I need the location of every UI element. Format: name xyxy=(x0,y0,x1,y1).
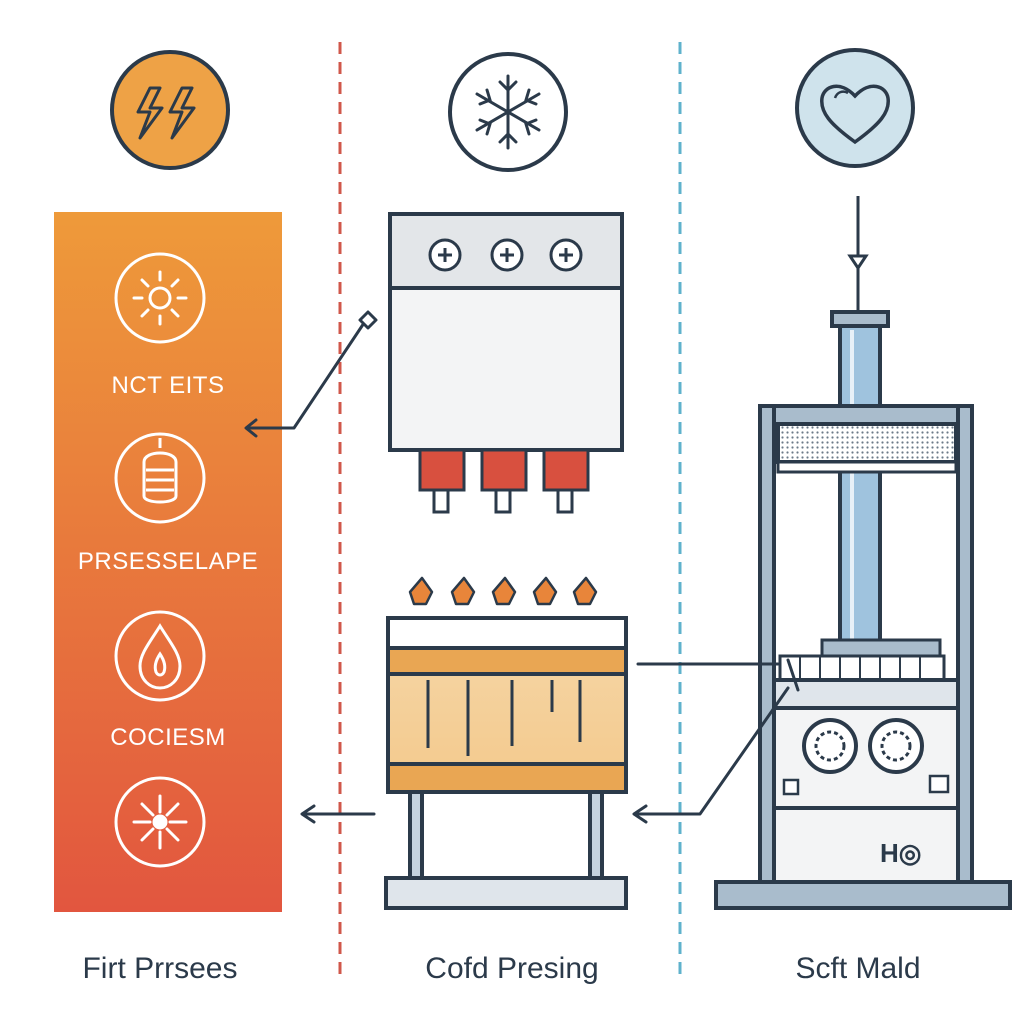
gauge-icon xyxy=(802,718,924,774)
flame-row xyxy=(408,576,598,606)
oil-drop-icon xyxy=(114,432,206,524)
snowflake-icon xyxy=(448,52,568,172)
heater-unit xyxy=(388,212,624,514)
knob-icon xyxy=(428,238,583,272)
press-label: H◎ xyxy=(880,838,922,868)
side-item-label-2: PRSESSELAPE xyxy=(77,548,259,575)
column-label-soft: Scft Mald xyxy=(795,952,921,985)
flame-icon xyxy=(110,50,230,170)
side-panel xyxy=(54,212,282,912)
hydraulic-press xyxy=(714,196,1012,910)
heater-element xyxy=(418,448,590,514)
column-label-cold: Cofd Presing xyxy=(425,952,599,985)
side-item-label-3: COCIESM xyxy=(110,724,226,751)
starburst-icon xyxy=(114,776,206,868)
side-item-label-1: NCT EITS xyxy=(111,372,225,399)
connector-arrows xyxy=(244,310,800,824)
column-label-first: Firt Prrsees xyxy=(82,952,238,985)
sun-icon xyxy=(114,252,206,344)
flame-drop-icon xyxy=(114,610,206,702)
tray-press xyxy=(384,616,628,910)
heart-icon xyxy=(795,48,915,168)
